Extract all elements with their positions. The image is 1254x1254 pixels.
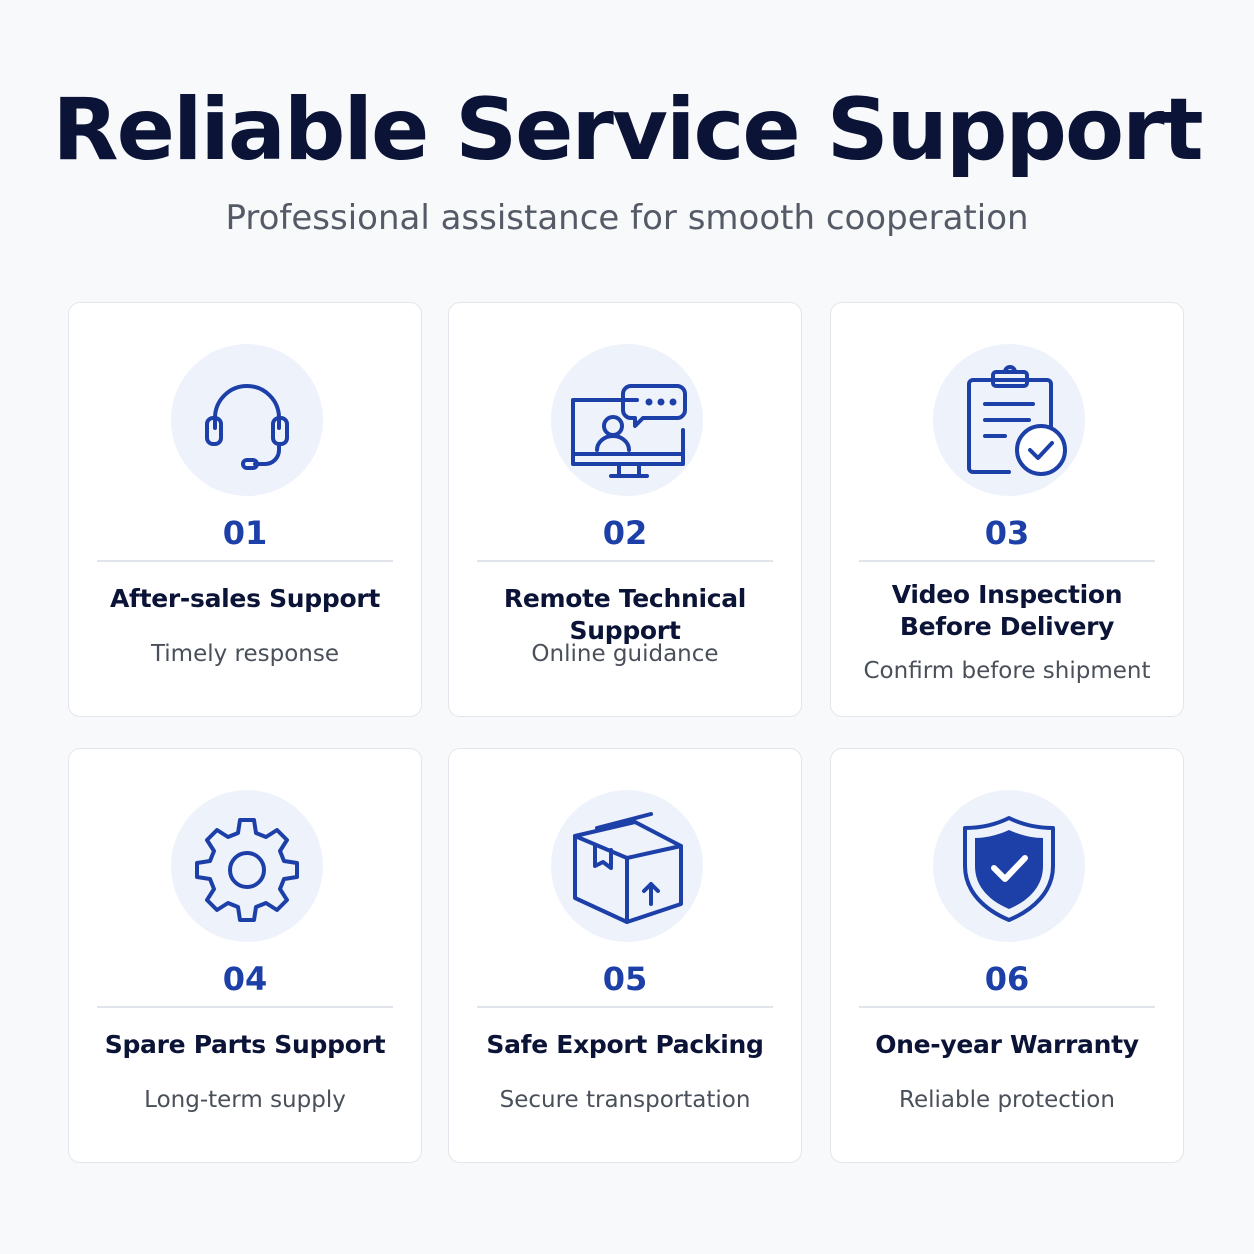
card-title: Remote Technical Support (503, 584, 747, 645)
service-card-export-packing: 05 Safe Export Packing Secure transporta… (448, 748, 802, 1163)
card-divider (97, 1006, 393, 1008)
page-title: Reliable Service Support (52, 80, 1203, 180)
icon-circle (551, 790, 703, 942)
card-number: 02 (602, 514, 648, 552)
icon-circle (551, 344, 703, 496)
icon-circle (171, 790, 323, 942)
card-divider (859, 560, 1155, 562)
card-number: 01 (222, 514, 268, 552)
service-card-warranty: 06 One-year Warranty Reliable protection (830, 748, 1184, 1163)
card-number: 06 (984, 960, 1030, 998)
card-title: Spare Parts Support (104, 1030, 386, 1059)
card-subtitle: Secure transportation (499, 1087, 751, 1113)
shield-check-icon (963, 816, 1055, 922)
icon-circle (933, 344, 1085, 496)
card-subtitle: Confirm before shipment (863, 658, 1151, 684)
service-card-video-inspection: 03 Video Inspection Before Delivery Conf… (830, 302, 1184, 717)
box-icon (573, 812, 683, 924)
headset-icon (205, 384, 289, 470)
card-number: 03 (984, 514, 1030, 552)
page-subtitle: Professional assistance for smooth coope… (225, 198, 1029, 238)
card-title: Safe Export Packing (486, 1030, 764, 1059)
card-divider (477, 560, 773, 562)
card-title: After-sales Support (109, 584, 381, 613)
card-number: 04 (222, 960, 268, 998)
clipboard-check-icon (967, 365, 1067, 476)
card-divider (859, 1006, 1155, 1008)
service-card-spare-parts: 04 Spare Parts Support Long-term supply (68, 748, 422, 1163)
card-divider (477, 1006, 773, 1008)
service-card-after-sales: 01 After-sales Support Timely response (68, 302, 422, 717)
monitor-chat-icon (571, 384, 687, 478)
icon-circle (933, 790, 1085, 942)
card-subtitle: Online guidance (531, 641, 719, 667)
card-subtitle: Reliable protection (899, 1087, 1115, 1113)
service-card-remote-support: 02 Remote Technical Support Online guida… (448, 302, 802, 717)
card-title: Video Inspection Before Delivery (891, 580, 1123, 641)
card-number: 05 (602, 960, 648, 998)
card-subtitle: Timely response (150, 641, 340, 667)
card-title: One-year Warranty (875, 1030, 1139, 1059)
card-divider (97, 560, 393, 562)
card-subtitle: Long-term supply (144, 1087, 346, 1113)
icon-circle (171, 344, 323, 496)
gear-icon (195, 818, 299, 922)
